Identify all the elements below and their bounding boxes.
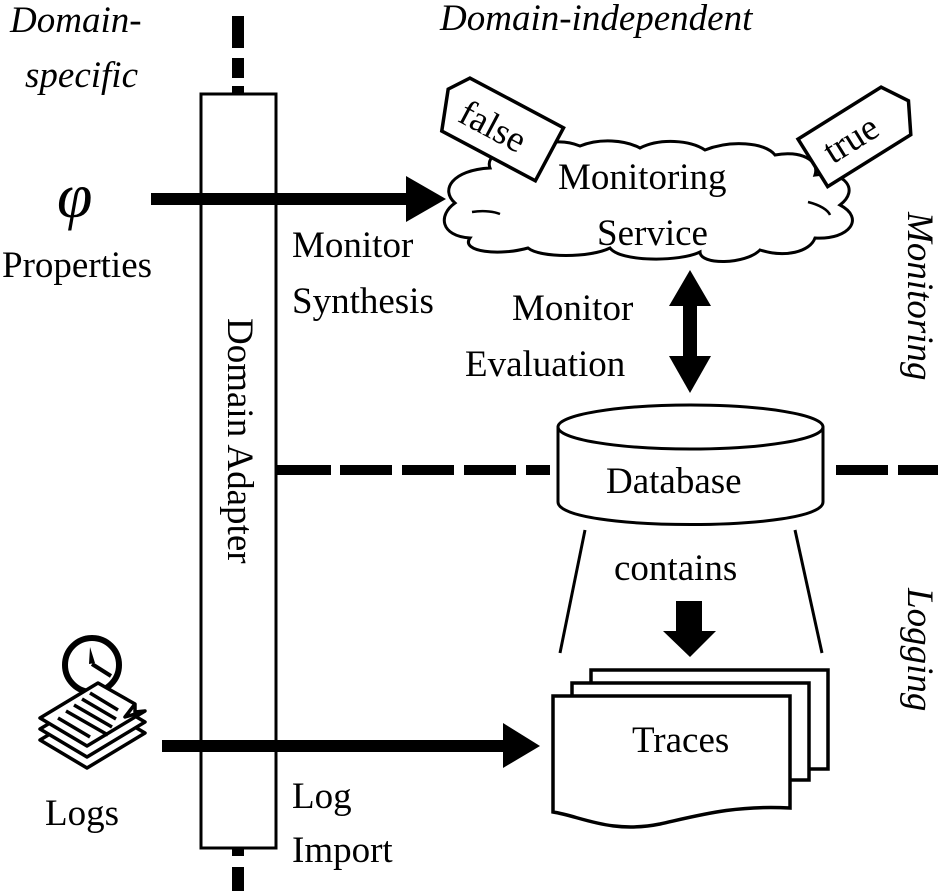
monitor-evaluation-arrow	[669, 270, 711, 393]
database-cylinder	[556, 403, 825, 526]
database-label: Database	[606, 461, 742, 502]
logs-label: Logs	[45, 793, 119, 834]
log-import-label-line2: Import	[292, 830, 393, 871]
monitor-synthesis-label-line1: Monitor	[292, 225, 413, 266]
region-label-domain-specific-line1: Domain-	[9, 0, 142, 41]
monitor-synthesis-label-line2: Synthesis	[292, 281, 434, 322]
region-label-domain-specific-line2: specific	[25, 55, 139, 96]
region-label-logging: Logging	[899, 587, 940, 711]
domain-adapter	[199, 92, 278, 850]
log-import-label-line1: Log	[292, 776, 352, 817]
domain-adapter-label: Domain Adapter	[219, 318, 260, 564]
traces-document-stack	[551, 668, 830, 829]
contains-label: contains	[614, 548, 737, 589]
horizontal-separator	[276, 465, 938, 475]
log-import-arrow	[162, 723, 540, 768]
clock-icon	[62, 635, 122, 695]
monitoring-service-label-line2: Service	[597, 213, 708, 254]
contains-bracket-right	[793, 529, 824, 654]
properties-phi-icon: φ	[57, 160, 92, 231]
traces-label: Traces	[632, 720, 729, 761]
monitor-evaluation-label-line2: Evaluation	[465, 344, 625, 385]
monitoring-service-label-line1: Monitoring	[558, 157, 727, 198]
verdict-true-tag: true	[795, 85, 913, 190]
vertical-separator	[232, 16, 244, 891]
verdict-false-tag: false	[439, 76, 566, 184]
contains-bracket-left	[558, 529, 587, 654]
properties-label: Properties	[2, 245, 152, 286]
log-files-icon	[38, 681, 147, 770]
region-label-domain-independent: Domain-independent	[439, 0, 754, 39]
monitor-synthesis-arrow	[151, 176, 446, 222]
monitor-evaluation-label-line1: Monitor	[512, 288, 633, 329]
contains-arrow	[663, 601, 716, 657]
region-label-monitoring: Monitoring	[899, 211, 940, 381]
